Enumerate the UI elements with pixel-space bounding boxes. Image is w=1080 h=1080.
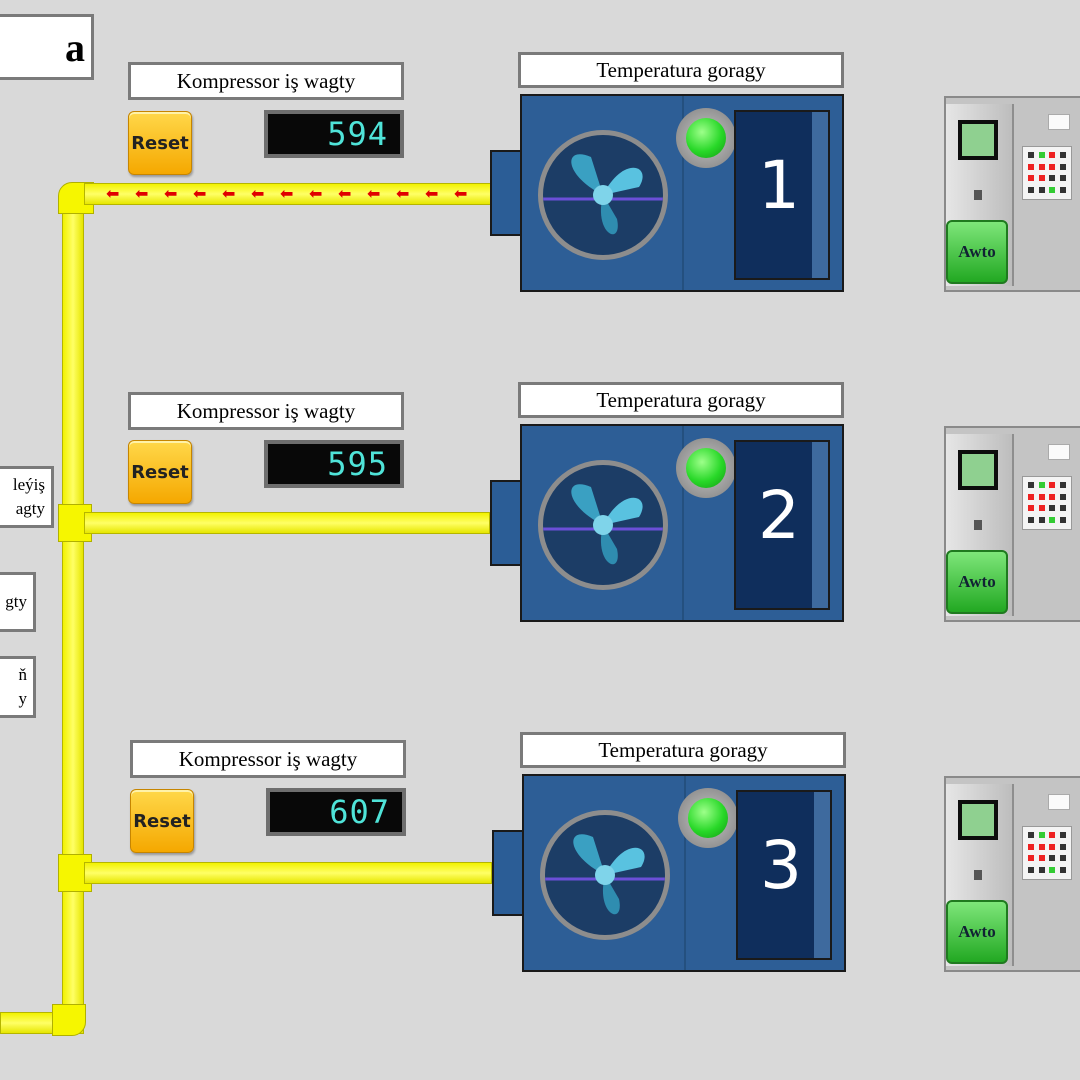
side-label-3-line-1: ň: [18, 665, 28, 684]
side-label-3-line-2: y: [18, 689, 28, 708]
status-lamp-icon: [676, 438, 736, 498]
unit-door-2: 2: [734, 440, 830, 610]
side-label-1: leýiş agty: [0, 466, 54, 528]
pipe-elbow-bottom: [52, 1004, 86, 1036]
status-lamp-icon: [676, 108, 736, 168]
control-cabinet-3: Awto: [944, 776, 1080, 972]
arrow-left-icon: ⬅: [367, 184, 381, 203]
cabinet-screen-icon: [958, 120, 998, 160]
page-title: a: [0, 14, 94, 80]
awto-button-3[interactable]: Awto: [946, 900, 1008, 964]
compressor-unit-3: 3: [522, 774, 846, 972]
arrow-left-icon: ⬅: [135, 184, 149, 203]
fan-icon: [538, 460, 668, 590]
side-label-3: ň y: [0, 656, 36, 718]
cabinet-indicator-grid: [1022, 826, 1072, 880]
side-label-1-line-1: leýiş: [12, 475, 45, 494]
side-label-2: gty: [0, 572, 36, 632]
runtime-counter-1: 594: [264, 110, 404, 158]
arrow-left-icon: ⬅: [425, 184, 439, 203]
fan-motor-1: [490, 150, 524, 236]
awto-button-2[interactable]: Awto: [946, 550, 1008, 614]
side-label-2-line-1: gty: [5, 592, 27, 611]
branch-pipe-2: [84, 512, 490, 534]
zone-label-2: Temperatura goragy: [518, 382, 844, 418]
cabinet-screen-icon: [958, 800, 998, 840]
reset-button-3[interactable]: Reset: [130, 789, 194, 853]
unit-number-3: 3: [760, 827, 802, 904]
arrow-left-icon: ⬅: [251, 184, 265, 203]
compressor-unit-2: 2: [520, 424, 844, 622]
reset-button-2[interactable]: Reset: [128, 440, 192, 504]
reset-button-1[interactable]: Reset: [128, 111, 192, 175]
arrow-left-icon: ⬅: [338, 184, 352, 203]
zone-label-1: Temperatura goragy: [518, 52, 844, 88]
status-lamp-icon: [678, 788, 738, 848]
zone-label-3: Temperatura goragy: [520, 732, 846, 768]
runtime-counter-2: 595: [264, 440, 404, 488]
compressor-unit-1: 1: [520, 94, 844, 292]
cabinet-indicator-grid: [1022, 146, 1072, 200]
branch-pipe-3: [84, 862, 492, 884]
arrow-left-icon: ⬅: [164, 184, 178, 203]
runtime-label-1: Kompressor iş wagty: [128, 62, 404, 100]
cabinet-switch-icon: [974, 190, 982, 200]
control-cabinet-2: Awto: [944, 426, 1080, 622]
main-pipe-vertical: [62, 192, 84, 1028]
arrow-left-icon: ⬅: [309, 184, 323, 203]
arrow-left-icon: ⬅: [396, 184, 410, 203]
cabinet-switch-icon: [974, 520, 982, 530]
arrow-left-icon: ⬅: [222, 184, 236, 203]
runtime-counter-3: 607: [266, 788, 406, 836]
cabinet-screen-icon: [958, 450, 998, 490]
unit-door-1: 1: [734, 110, 830, 280]
arrow-left-icon: ⬅: [106, 184, 120, 203]
pipe-tee-3: [58, 854, 92, 892]
cabinet-indicator-grid: [1022, 476, 1072, 530]
fan-motor-2: [490, 480, 524, 566]
fan-icon: [540, 810, 670, 940]
unit-number-2: 2: [758, 477, 800, 554]
unit-door-3: 3: [736, 790, 832, 960]
runtime-label-2: Kompressor iş wagty: [128, 392, 404, 430]
arrow-left-icon: ⬅: [454, 184, 468, 203]
side-label-1-line-2: agty: [15, 499, 45, 518]
cabinet-switch-icon: [974, 870, 982, 880]
runtime-label-3: Kompressor iş wagty: [130, 740, 406, 778]
fan-icon: [538, 130, 668, 260]
arrow-left-icon: ⬅: [193, 184, 207, 203]
arrow-left-icon: ⬅: [280, 184, 294, 203]
unit-number-1: 1: [758, 147, 800, 224]
fan-motor-3: [492, 830, 526, 916]
control-cabinet-1: Awto: [944, 96, 1080, 292]
awto-button-1[interactable]: Awto: [946, 220, 1008, 284]
